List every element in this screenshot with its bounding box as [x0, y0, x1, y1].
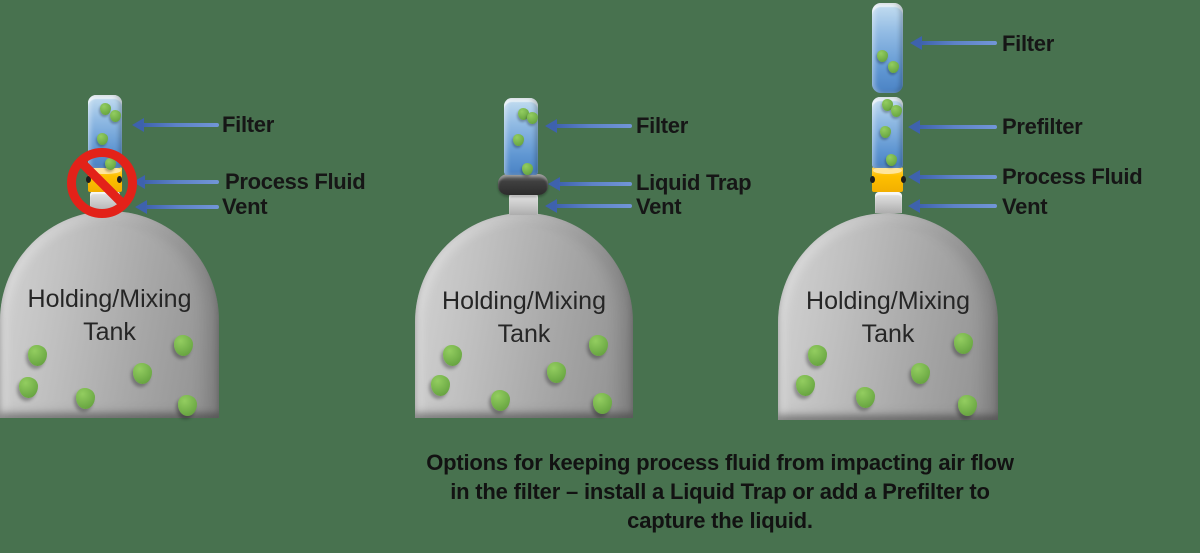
- droplet-icon: [880, 126, 891, 138]
- label-process-fluid: Process Fluid: [1002, 164, 1143, 189]
- holding-tank: Holding/Mixing Tank: [0, 211, 219, 418]
- label-filter: Filter: [1002, 31, 1054, 56]
- droplet-icon: [28, 345, 47, 366]
- filter-tube: [872, 3, 903, 93]
- label-filter: Filter: [222, 112, 274, 137]
- arrow-icon: [908, 170, 997, 184]
- droplet-icon: [882, 99, 893, 111]
- label-vent: Vent: [1002, 194, 1048, 219]
- droplet-icon: [518, 108, 529, 120]
- arrow-icon: [908, 120, 997, 134]
- arrow-icon: [133, 175, 219, 189]
- arrow-icon: [908, 199, 997, 213]
- filter-tube: [504, 98, 538, 175]
- arrowhead: [548, 177, 560, 191]
- droplet-icon: [911, 363, 930, 384]
- prohibition-slash: [78, 159, 126, 207]
- droplet-icon: [491, 390, 510, 411]
- holding-tank: Holding/Mixing Tank: [778, 213, 998, 420]
- droplet-icon: [76, 388, 95, 409]
- arrow-icon: [545, 199, 632, 213]
- tank-label: Holding/Mixing Tank: [806, 287, 970, 348]
- droplet-icon: [856, 387, 875, 408]
- caption-line-3: capture the liquid.: [627, 508, 813, 533]
- label-vent: Vent: [636, 194, 682, 219]
- caption-line-2: in the filter – install a Liquid Trap or…: [450, 479, 990, 504]
- prohibition-icon: [67, 148, 137, 218]
- caption-line-1: Options for keeping process fluid from i…: [426, 450, 1014, 475]
- arrow-icon: [135, 200, 219, 214]
- droplet-icon: [443, 345, 462, 366]
- caption: Options for keeping process fluid from i…: [330, 448, 1110, 535]
- label-liquid-trap: Liquid Trap: [636, 170, 752, 195]
- droplet-icon: [958, 395, 977, 416]
- holding-tank: Holding/Mixing Tank: [415, 213, 633, 418]
- arrowhead: [908, 170, 920, 184]
- prefilter-tube: [872, 97, 903, 168]
- droplet-icon: [886, 154, 897, 166]
- droplet-icon: [513, 134, 524, 146]
- arrow-icon: [132, 118, 219, 132]
- droplet-icon: [796, 375, 815, 396]
- droplet-icon: [877, 50, 888, 62]
- droplet-icon: [808, 345, 827, 366]
- droplet-icon: [100, 103, 111, 115]
- vent-pipe: [875, 192, 902, 213]
- arrowhead: [910, 36, 922, 50]
- label-prefilter: Prefilter: [1002, 114, 1083, 139]
- arrowhead: [545, 119, 557, 133]
- arrowhead: [545, 199, 557, 213]
- droplet-icon: [593, 393, 612, 414]
- droplet-icon: [888, 61, 899, 73]
- process-fluid-band: [870, 167, 903, 192]
- tank-label: Holding/Mixing Tank: [442, 287, 606, 348]
- arrowhead: [135, 200, 147, 214]
- label-process-fluid: Process Fluid: [225, 169, 366, 194]
- droplet-icon: [97, 133, 108, 145]
- droplet-icon: [174, 335, 193, 356]
- arrow-icon: [545, 119, 632, 133]
- arrow-icon: [910, 36, 997, 50]
- droplet-icon: [954, 333, 973, 354]
- droplet-icon: [133, 363, 152, 384]
- label-filter: Filter: [636, 113, 688, 138]
- droplet-icon: [891, 105, 902, 117]
- arrowhead: [132, 118, 144, 132]
- vent-pipe: [509, 193, 538, 215]
- droplet-icon: [522, 163, 533, 175]
- droplet-icon: [110, 110, 121, 122]
- droplet-icon: [431, 375, 450, 396]
- label-vent: Vent: [222, 194, 268, 219]
- arrowhead: [908, 199, 920, 213]
- arrowhead: [908, 120, 920, 134]
- droplet-icon: [19, 377, 38, 398]
- droplet-icon: [527, 112, 538, 124]
- droplet-icon: [547, 362, 566, 383]
- arrow-icon: [548, 177, 632, 191]
- droplet-icon: [589, 335, 608, 356]
- droplet-icon: [178, 395, 197, 416]
- liquid-trap: [498, 174, 548, 195]
- tank-label: Holding/Mixing Tank: [27, 285, 192, 346]
